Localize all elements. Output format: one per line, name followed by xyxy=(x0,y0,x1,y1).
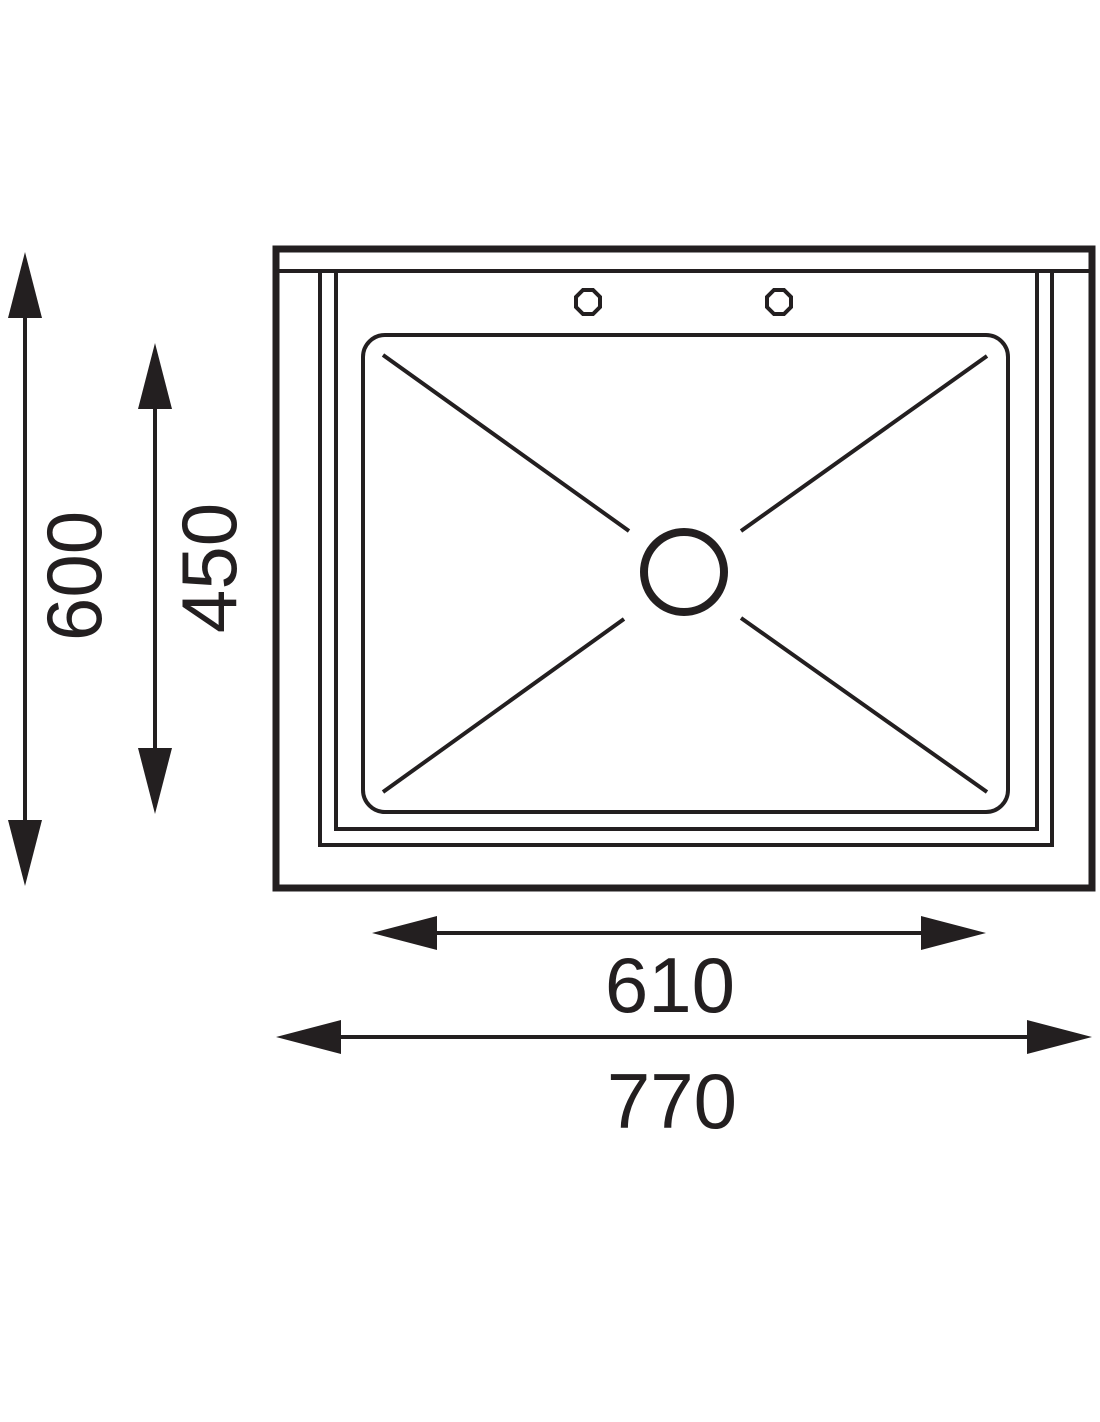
tap-hole-right xyxy=(765,288,793,316)
bowl-slope-lines xyxy=(381,353,989,794)
drain-icon xyxy=(640,528,728,616)
bowl xyxy=(361,333,1010,814)
bowl-width-label: 610 xyxy=(605,941,735,1029)
total-width-label: 770 xyxy=(607,1057,737,1145)
bowl-rim-outer xyxy=(318,271,1054,847)
total-depth-label: 600 xyxy=(30,511,118,641)
bowl-rim-inner xyxy=(334,271,1039,831)
tap-hole-left xyxy=(574,288,602,316)
bowl-depth-arrow xyxy=(138,343,172,814)
bowl-width-arrow xyxy=(372,916,986,950)
sink-outer-frame xyxy=(272,245,1096,892)
total-width-arrow xyxy=(276,1020,1092,1054)
total-depth-arrow xyxy=(8,252,42,886)
bowl-depth-label: 450 xyxy=(165,503,253,633)
